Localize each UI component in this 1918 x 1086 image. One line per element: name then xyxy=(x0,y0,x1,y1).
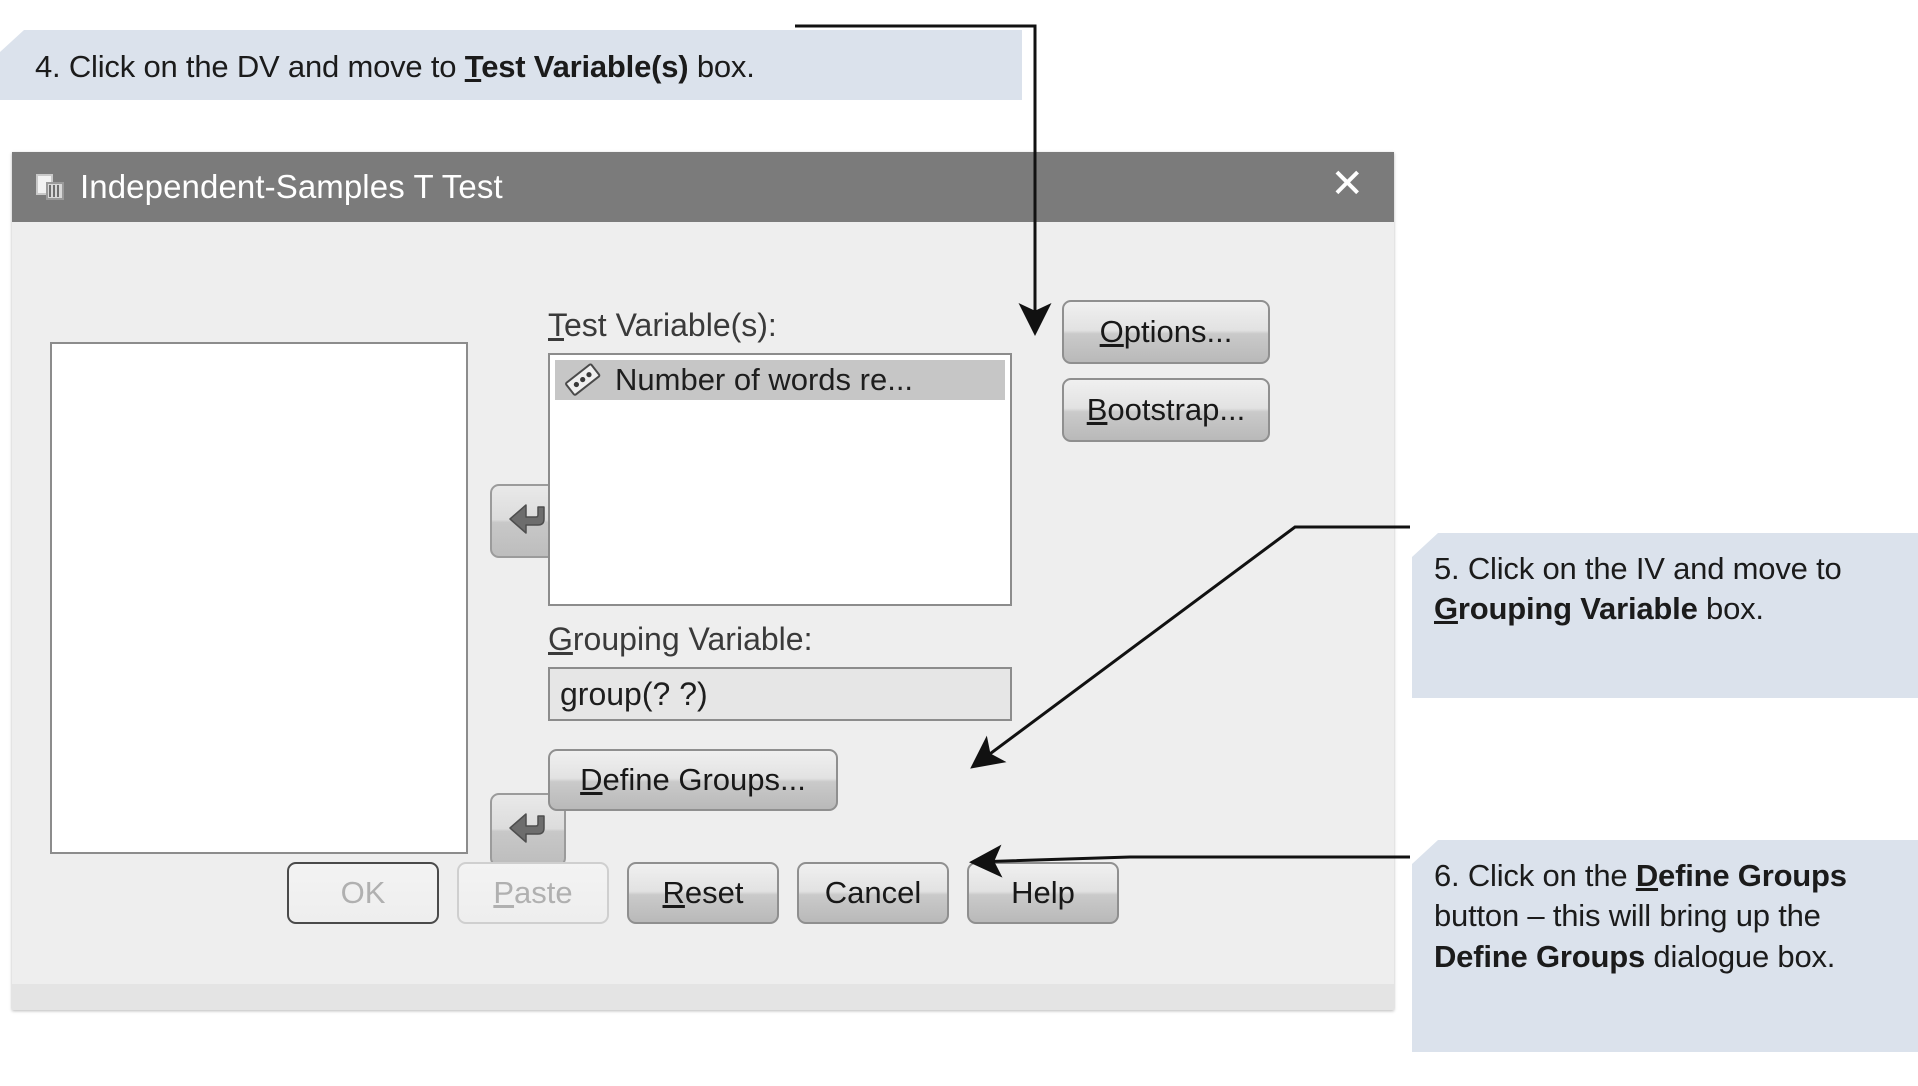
callout-4-text: 4. Click on the DV and move to Test Vari… xyxy=(35,49,755,84)
paste-button[interactable]: Paste xyxy=(457,862,609,924)
define-groups-button[interactable]: Define Groups... xyxy=(548,749,838,811)
ok-button[interactable]: OK xyxy=(287,862,439,924)
test-variables-mnemonic: T xyxy=(548,307,564,343)
cancel-button[interactable]: Cancel xyxy=(797,862,949,924)
list-item[interactable]: Number of words re... xyxy=(553,358,1007,402)
left-arrow-icon xyxy=(505,502,551,540)
callout-step-5: 5. Click on the IV and move to Grouping … xyxy=(1412,533,1918,698)
close-icon[interactable]: ✕ xyxy=(1330,162,1364,206)
dialog-bottom-strip xyxy=(12,984,1394,1010)
dialog-titlebar: Independent-Samples T Test ✕ xyxy=(12,152,1394,222)
dialog-body: Test Variable(s): Nu xyxy=(12,222,1394,1010)
dialog-footer-buttons: OK Paste Reset Cancel Help xyxy=(12,862,1394,924)
callout-6-text: 6. Click on the Define Groups button – t… xyxy=(1434,858,1847,974)
source-variable-list[interactable] xyxy=(50,342,468,854)
test-variables-listbox[interactable]: Number of words re... xyxy=(548,353,1012,606)
grouping-variable-label: Grouping Variable: xyxy=(548,621,813,657)
grouping-variable-value: group(? ?) xyxy=(560,675,708,712)
help-button[interactable]: Help xyxy=(967,862,1119,924)
dialog-title: Independent-Samples T Test xyxy=(80,168,503,205)
scale-ruler-icon xyxy=(563,363,603,397)
options-button[interactable]: Options... xyxy=(1062,300,1270,364)
bootstrap-button[interactable]: Bootstrap... xyxy=(1062,378,1270,442)
left-arrow-icon xyxy=(505,811,551,849)
grouping-variable-mnemonic: G xyxy=(548,621,573,657)
list-item-label: Number of words re... xyxy=(615,362,914,397)
independent-samples-t-test-dialog: Independent-Samples T Test ✕ xyxy=(12,152,1394,1010)
grouping-variable-field[interactable]: group(? ?) xyxy=(548,667,1012,721)
callout-5-text: 5. Click on the IV and move to Grouping … xyxy=(1434,551,1842,627)
spss-dialog-icon xyxy=(34,171,66,203)
reset-button[interactable]: Reset xyxy=(627,862,779,924)
callout-step-4: 4. Click on the DV and move to Test Vari… xyxy=(0,30,1022,100)
callout-step-6: 6. Click on the Define Groups button – t… xyxy=(1412,840,1918,1052)
test-variables-label: Test Variable(s): xyxy=(548,307,777,343)
